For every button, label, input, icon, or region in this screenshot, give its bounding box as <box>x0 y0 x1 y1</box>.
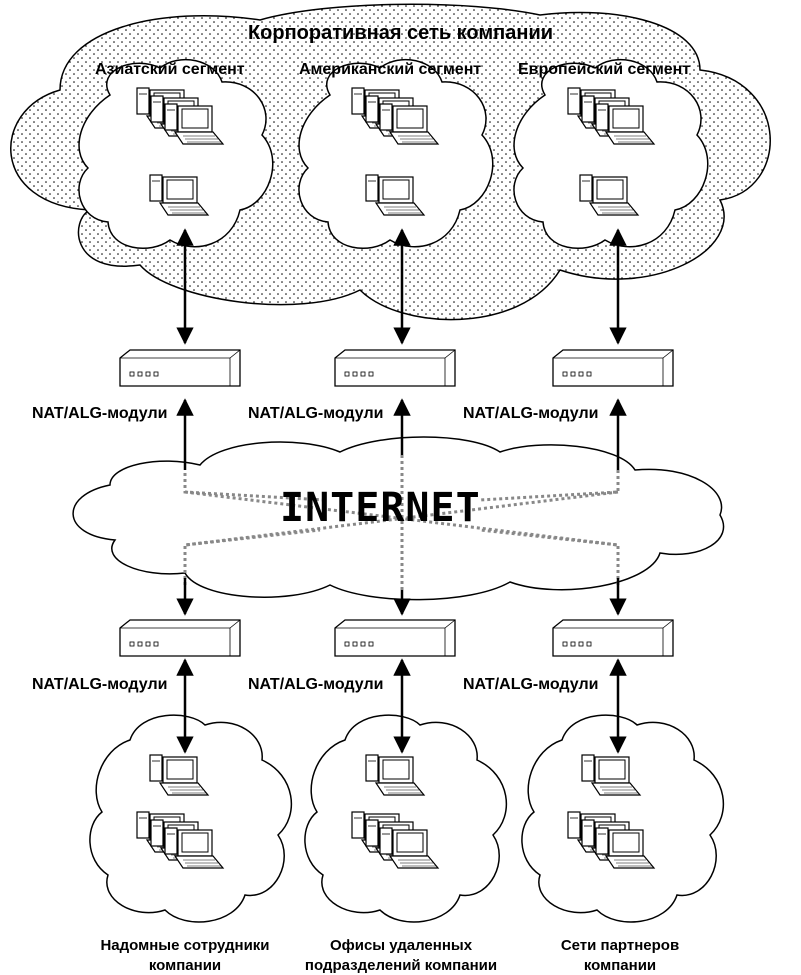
remote-site-offices-line2: подразделений компании <box>304 956 498 974</box>
nat-label-top-1: NAT/ALG-модули <box>32 405 168 422</box>
segment-label-asia: Азиатский сегмент <box>95 61 245 78</box>
router-bottom-partners <box>552 619 674 657</box>
nat-label-top-3: NAT/ALG-модули <box>463 405 599 422</box>
segment-label-america: Американский сегмент <box>299 61 482 78</box>
remote-site-home-line2: компании <box>148 956 222 974</box>
router-top-america <box>334 349 456 387</box>
remote-cloud-offices <box>304 714 507 923</box>
remote-cloud-home <box>89 714 292 923</box>
nat-label-bottom-3: NAT/ALG-модули <box>463 676 599 693</box>
remote-site-label-home: Надомные сотрудники компании <box>75 936 295 975</box>
links <box>176 228 627 754</box>
internet-cloud <box>72 436 725 601</box>
nat-label-bottom-1: NAT/ALG-модули <box>32 676 168 693</box>
router-bottom-offices <box>334 619 456 657</box>
segment-label-europe: Европейский сегмент <box>518 61 691 78</box>
router-top-europe <box>552 349 674 387</box>
segment-cloud-america <box>298 58 494 249</box>
corporate-network-title: Корпоративная сеть компании <box>247 22 554 44</box>
nat-label-bottom-2: NAT/ALG-модули <box>248 676 384 693</box>
vpn-tunnels <box>183 455 620 590</box>
router-top-asia <box>119 349 241 387</box>
remote-site-home-line1: Надомные сотрудники <box>100 937 270 954</box>
remote-site-partners-line2: компании <box>583 956 657 974</box>
remote-site-partners-line1: Сети партнеров <box>560 937 680 954</box>
segment-cloud-asia <box>78 58 274 249</box>
remote-site-offices-line1: Офисы удаленных <box>329 937 473 954</box>
router-bottom-home <box>119 619 241 657</box>
nat-label-top-2: NAT/ALG-модули <box>248 405 384 422</box>
remote-cloud-partners <box>521 714 724 923</box>
segment-cloud-europe <box>513 58 709 249</box>
remote-site-label-partners: Сети партнеров компании <box>510 936 730 975</box>
remote-site-label-offices: Офисы удаленных подразделений компании <box>291 936 511 975</box>
internet-label: INTERNET <box>280 485 481 531</box>
